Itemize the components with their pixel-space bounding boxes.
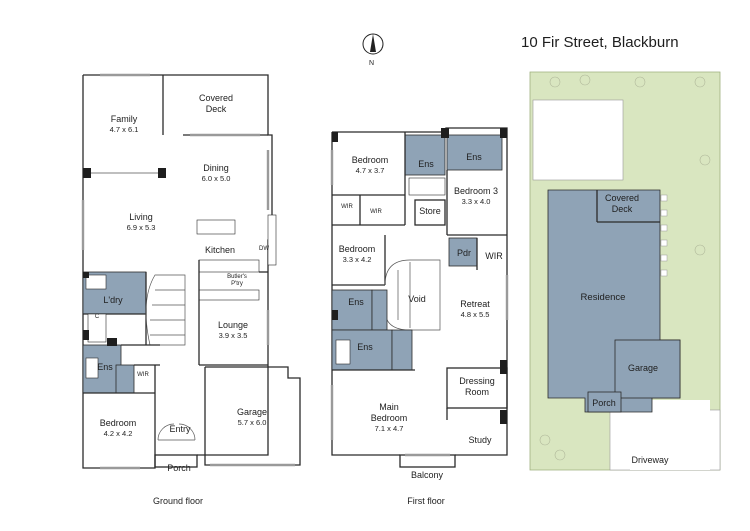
label-balcony: Balcony: [410, 470, 444, 480]
label-laundry: L'dry: [103, 295, 123, 305]
ground-floor-caption: Ground floor: [152, 496, 204, 506]
site-plan: [529, 71, 721, 471]
north-label: N: [369, 60, 375, 67]
label-wir-2: WIR: [370, 209, 382, 215]
site-label-driveway: Driveway: [631, 455, 669, 465]
label-ensuite-2: Ens: [466, 152, 482, 162]
label-store: Store: [419, 206, 441, 216]
label-dressing-room: Dressing Room: [459, 376, 495, 397]
label-butlers-pantry: Butler's P'try: [227, 274, 247, 287]
site-label-porch: Porch: [592, 398, 616, 408]
label-wir-3: WIR: [485, 251, 503, 261]
property-address: 10 Fir Street, Blackburn: [521, 34, 679, 51]
site-label-residence: Residence: [580, 292, 626, 303]
label-ensuite: Ens: [97, 362, 113, 372]
site-label-covered-deck: Covered Deck: [604, 193, 640, 214]
label-entry: Entry: [169, 424, 191, 434]
label-covered-deck: Covered Deck: [198, 93, 234, 114]
label-wir-1: WIR: [341, 204, 353, 210]
ground-floor-plan: [81, 73, 301, 470]
label-dishwasher: DW: [259, 246, 269, 252]
label-porch: Porch: [167, 463, 191, 473]
first-floor-plan: [330, 127, 509, 468]
first-floor-caption: First floor: [407, 496, 445, 506]
label-wir: WIR: [137, 372, 149, 378]
label-ensuite-4: Ens: [357, 342, 373, 352]
label-ensuite-1: Ens: [418, 159, 434, 169]
label-powder: Pdr: [456, 248, 472, 258]
label-cupboard: C: [94, 314, 100, 320]
site-label-garage: Garage: [627, 363, 659, 373]
north-arrow-icon: [362, 33, 384, 55]
label-void: Void: [408, 294, 426, 304]
label-study: Study: [468, 435, 492, 445]
label-kitchen: Kitchen: [204, 245, 236, 255]
label-ensuite-3: Ens: [348, 297, 364, 307]
